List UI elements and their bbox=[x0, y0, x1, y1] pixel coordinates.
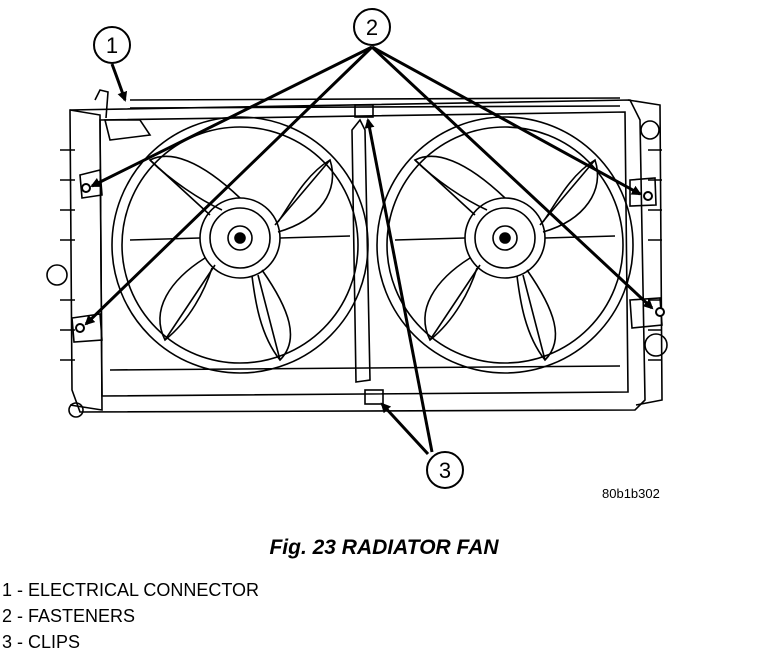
arrow-2-fastener bbox=[371, 45, 642, 196]
callout-1: 1 bbox=[93, 26, 131, 64]
radiator-assembly bbox=[46, 89, 668, 418]
fastener-bolt bbox=[75, 323, 85, 333]
fastener-bolts bbox=[75, 183, 665, 333]
legend-item: 3 - CLIPS bbox=[2, 632, 81, 652]
arrow-2-fastener bbox=[370, 45, 654, 310]
figure-caption: Fig. 23 RADIATOR FAN bbox=[269, 536, 499, 559]
arrow-2-fastener bbox=[90, 45, 373, 188]
legend-item: 2 - FASTENERS bbox=[2, 606, 136, 626]
radiator-fan-diagram: 1 2 3 bbox=[46, 8, 668, 489]
arrow-2-fastener bbox=[84, 45, 374, 326]
left-fan bbox=[111, 116, 369, 374]
legend-item: 1 - ELECTRICAL CONNECTOR bbox=[2, 580, 260, 600]
leader-arrows bbox=[84, 45, 654, 456]
svg-text:1: 1 bbox=[106, 33, 118, 58]
arrow-3-clip bbox=[380, 402, 430, 456]
arrow-3-clip bbox=[364, 118, 434, 453]
fastener-bolt bbox=[643, 191, 653, 201]
figure-reference-code: 80b1b302 bbox=[602, 486, 660, 501]
callout-2: 2 bbox=[353, 8, 391, 46]
arrow-1-connector bbox=[110, 63, 128, 102]
legend: 1 - ELECTRICAL CONNECTOR 2 - FASTENERS 3… bbox=[2, 577, 259, 655]
svg-text:2: 2 bbox=[366, 15, 378, 40]
svg-text:3: 3 bbox=[439, 458, 451, 483]
fastener-bolt bbox=[655, 307, 665, 317]
callout-3: 3 bbox=[426, 451, 464, 489]
right-fan bbox=[376, 116, 634, 374]
fastener-bolt bbox=[81, 183, 91, 193]
